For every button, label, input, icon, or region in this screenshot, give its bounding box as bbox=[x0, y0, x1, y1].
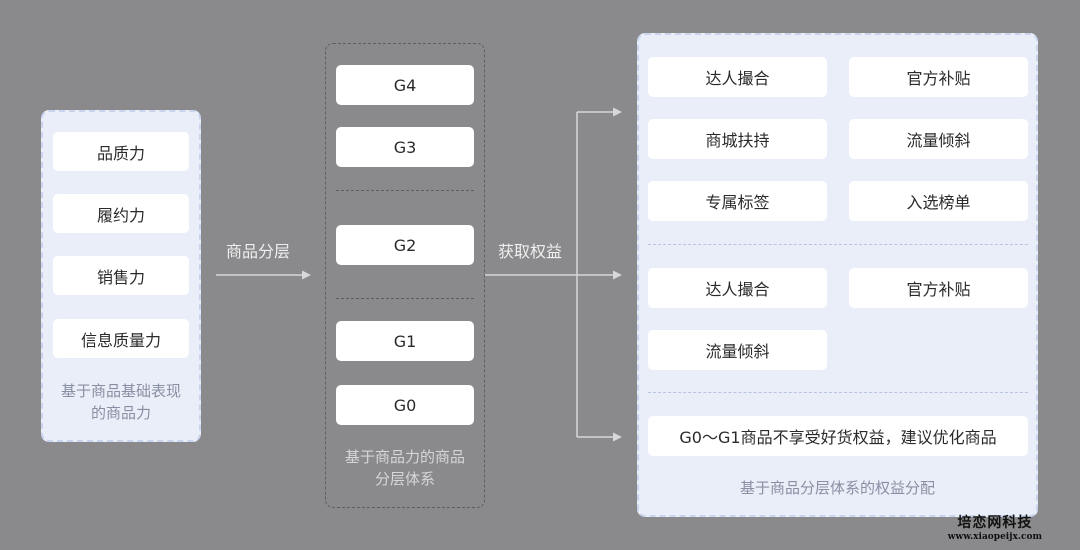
sales-power-box: 销售力 bbox=[53, 256, 189, 295]
g0-box: G0 bbox=[336, 385, 474, 425]
left-panel-caption: 基于商品基础表现 的商品力 bbox=[43, 380, 199, 424]
left-caption-line-1: 基于商品基础表现 bbox=[60, 382, 181, 400]
middle-divider-2 bbox=[336, 298, 474, 299]
benefit-box-no-benefits-notice: G0～G1商品不享受好货权益，建议优化商品 bbox=[648, 416, 1028, 456]
benefit-box-official-subsidy-1: 官方补贴 bbox=[849, 57, 1028, 97]
product-layering-label: 商品分层 bbox=[226, 242, 291, 261]
g4-box: G4 bbox=[336, 65, 474, 105]
left-caption-line-2: 的商品力 bbox=[90, 404, 151, 422]
benefit-box-mall-support: 商城扶持 bbox=[648, 119, 827, 159]
benefit-box-exclusive-tag: 专属标签 bbox=[648, 181, 827, 221]
info-quality-power-box: 信息质量力 bbox=[53, 319, 189, 358]
watermark: 培恋网科技 www.xiaopeijx.com bbox=[948, 512, 1042, 542]
benefit-box-traffic-tilt-2: 流量倾斜 bbox=[648, 330, 827, 370]
g2-box: G2 bbox=[336, 225, 474, 265]
middle-caption-line-2: 分层体系 bbox=[374, 470, 435, 488]
benefit-box-traffic-tilt-1: 流量倾斜 bbox=[849, 119, 1028, 159]
benefit-box-influencer-match-1: 达人撮合 bbox=[648, 57, 827, 97]
middle-divider-1 bbox=[336, 190, 474, 191]
layering-system-panel bbox=[325, 43, 485, 508]
quality-power-box: 品质力 bbox=[53, 132, 189, 171]
obtain-benefits-label: 获取权益 bbox=[498, 242, 563, 261]
benefit-box-ranking-list: 入选榜单 bbox=[849, 181, 1028, 221]
middle-panel-caption: 基于商品力的商品 分层体系 bbox=[327, 446, 483, 490]
middle-caption-line-1: 基于商品力的商品 bbox=[344, 448, 465, 466]
benefit-box-official-subsidy-2: 官方补贴 bbox=[849, 268, 1028, 308]
benefit-box-influencer-match-2: 达人撮合 bbox=[648, 268, 827, 308]
right-panel-caption: 基于商品分层体系的权益分配 bbox=[739, 479, 935, 497]
g1-box: G1 bbox=[336, 321, 474, 361]
fulfillment-power-box: 履约力 bbox=[53, 194, 189, 233]
right-divider-2 bbox=[648, 392, 1028, 393]
watermark-url: www.xiaopeijx.com bbox=[947, 532, 1042, 542]
right-divider-1 bbox=[648, 244, 1028, 245]
g3-box: G3 bbox=[336, 127, 474, 167]
watermark-name: 培恋网科技 bbox=[957, 515, 1033, 531]
